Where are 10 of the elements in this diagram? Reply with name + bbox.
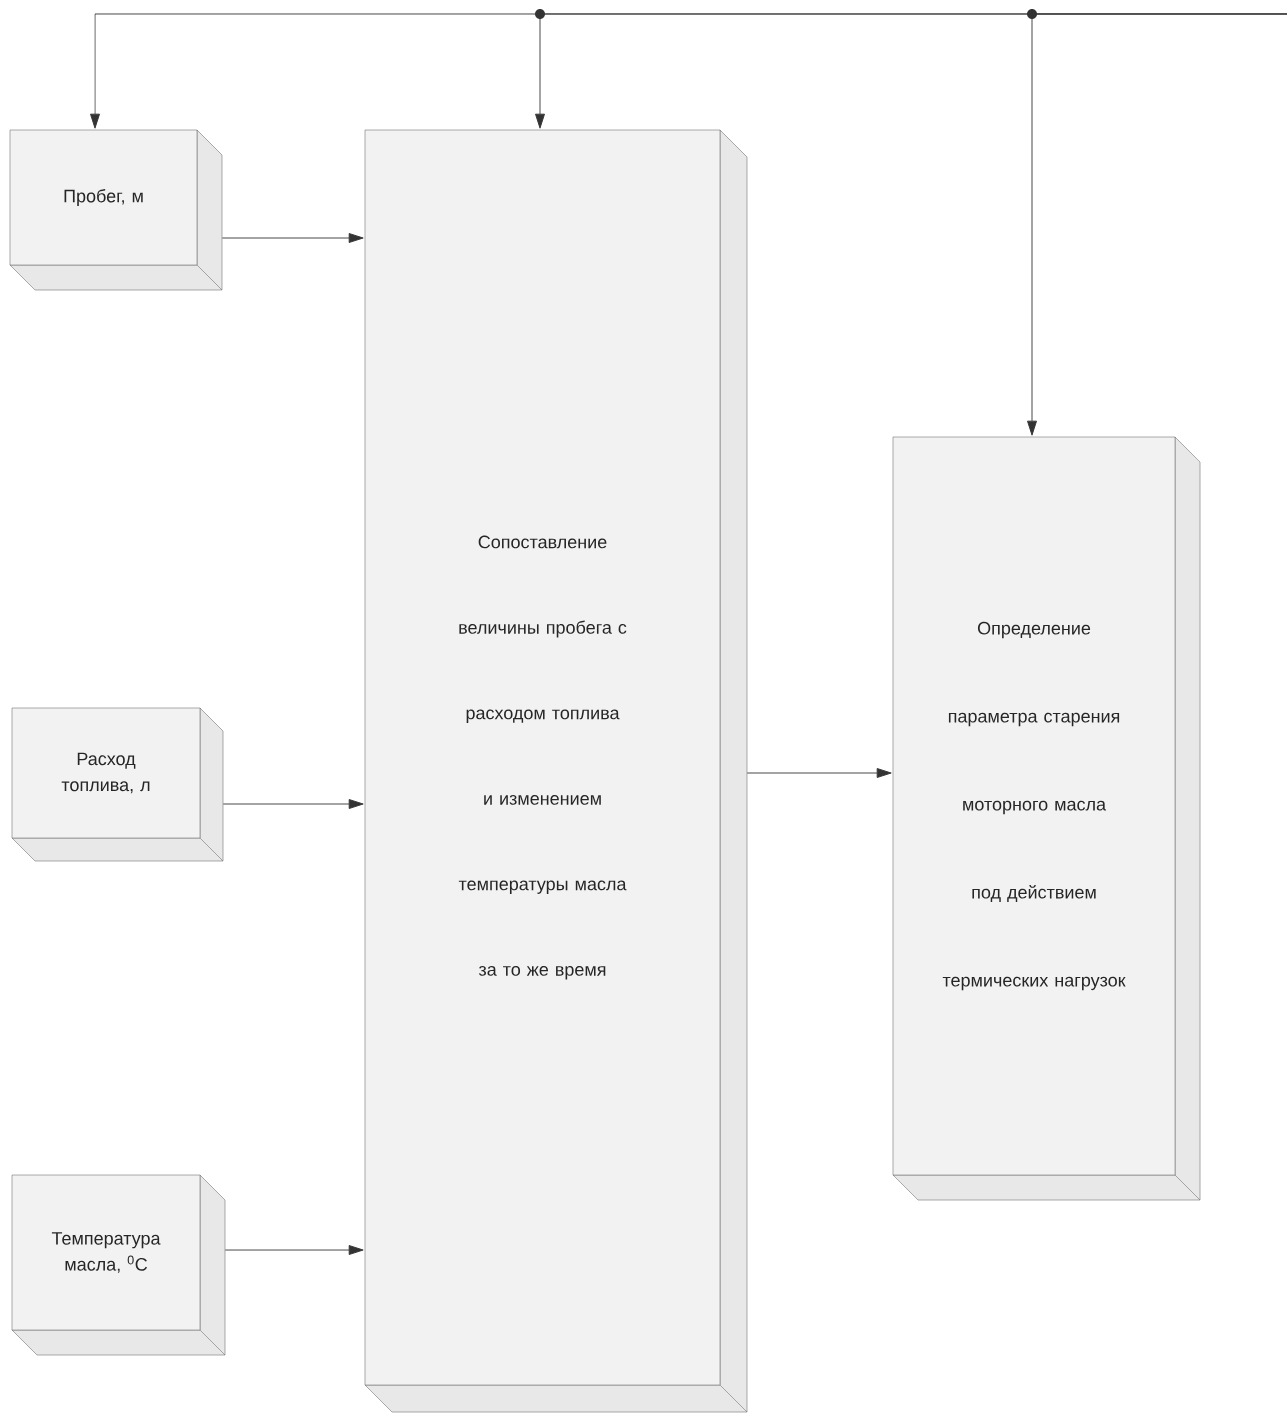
arrow bbox=[222, 799, 364, 809]
arrow bbox=[224, 1245, 364, 1255]
arrow bbox=[746, 768, 892, 778]
box: Сопоставление величины пробега с расходом топлива и изменением температуры масла за то же время bbox=[364, 129, 721, 1386]
arrow bbox=[221, 233, 364, 243]
box: Расход топлива, л bbox=[11, 707, 201, 839]
box: Определение параметра старения моторного масла под действием термических нагрузок bbox=[892, 436, 1176, 1176]
box: Пробег, м bbox=[9, 129, 198, 266]
box: Температура масла, $^{0}$C bbox=[11, 1174, 201, 1331]
arrow bbox=[1027, 13, 1287, 436]
